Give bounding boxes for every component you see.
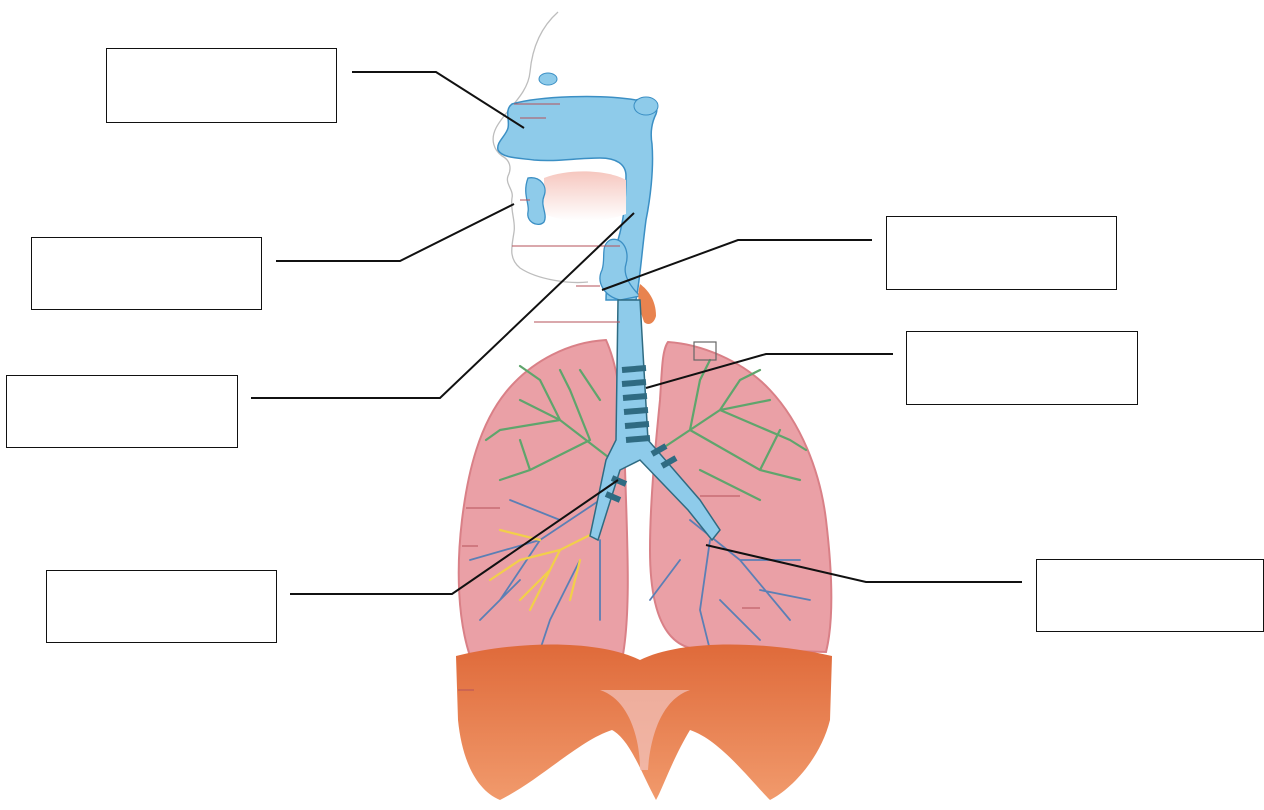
leader-line-1 bbox=[352, 72, 524, 128]
mouth-lips bbox=[526, 178, 545, 225]
label-box-larynx[interactable] bbox=[886, 216, 1117, 290]
label-box-pharynx[interactable] bbox=[6, 375, 238, 448]
label-box-mouth[interactable] bbox=[31, 237, 262, 310]
label-box-trachea[interactable] bbox=[906, 331, 1138, 405]
label-box-lungs[interactable] bbox=[1036, 559, 1264, 632]
label-box-nasal-cavity[interactable] bbox=[106, 48, 337, 123]
leader-line-2 bbox=[276, 204, 514, 261]
label-box-bronchi[interactable] bbox=[46, 570, 277, 643]
diaphragm bbox=[456, 644, 832, 800]
sphenoid-sinus bbox=[634, 97, 658, 115]
nose-sinus bbox=[539, 73, 557, 85]
oral-tongue bbox=[544, 171, 626, 220]
